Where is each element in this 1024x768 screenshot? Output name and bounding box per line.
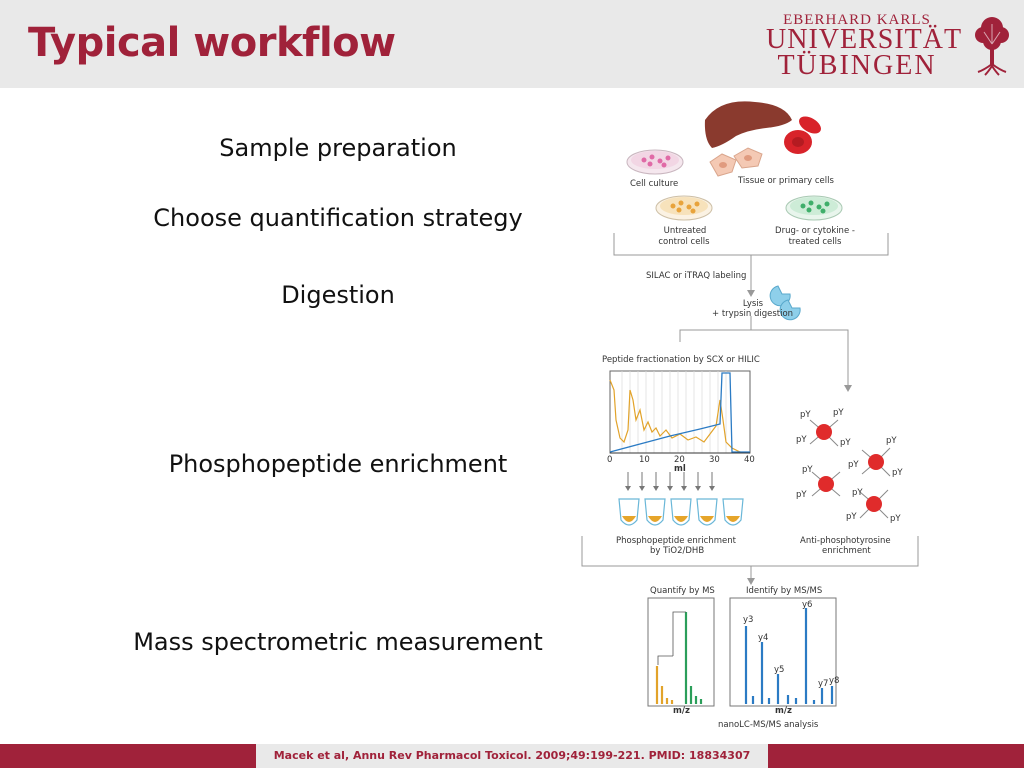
header-bar — [0, 0, 1024, 88]
chromatogram-frame — [609, 370, 751, 454]
label-treated-1: Drug- or cytokine - — [775, 226, 855, 236]
axis-tick-40: 40 — [744, 455, 755, 465]
label-py-11: pY — [846, 512, 857, 522]
label-py-5: pY — [886, 436, 897, 446]
label-treated-2: treated cells — [788, 237, 842, 247]
label-untreated-1: Untreated — [663, 226, 707, 236]
axis-unit: ml — [674, 464, 686, 474]
label-fractionation: Peptide fractionation by SCX or HILIC — [602, 355, 760, 365]
label-lysis-1: Lysis — [742, 299, 764, 309]
footer-accent-left — [0, 744, 256, 768]
university-logo: EBERHARD KARLS UNIVERSITÄT TÜBINGEN — [766, 12, 963, 81]
label-py-2: pY — [833, 408, 844, 418]
label-cell-culture: Cell culture — [630, 179, 679, 189]
citation: Macek et al, Annu Rev Pharmacol Toxicol.… — [273, 749, 751, 762]
label-py-7: pY — [802, 465, 813, 475]
logo-line-1: EBERHARD KARLS — [783, 12, 931, 28]
page-title: Typical workflow — [28, 20, 396, 66]
label-mz-1: m/z — [673, 706, 690, 716]
ion-y7: y7 — [818, 679, 829, 689]
logo-line-2: UNIVERSITÄT — [766, 24, 963, 55]
label-py-1: pY — [800, 410, 811, 420]
label-py-6: pY — [892, 468, 903, 478]
label-py-10: pY — [852, 488, 863, 498]
label-enrich2-2: enrichment — [822, 546, 871, 556]
label-py-3: pY — [796, 435, 807, 445]
ion-y8: y8 — [829, 676, 840, 686]
gradient-trace — [609, 372, 750, 453]
label-py-12: pY — [890, 514, 901, 524]
red-blood-cell-2 — [799, 116, 821, 134]
liver-illustration — [704, 101, 792, 148]
footer-accent-right — [768, 744, 1024, 768]
label-enrich1-1: Phosphopeptide enrichment — [616, 536, 736, 546]
label-tissue: Tissue or primary cells — [738, 176, 834, 186]
label-untreated-2: control cells — [658, 237, 710, 247]
label-py-9: pY — [796, 490, 807, 500]
ion-y6: y6 — [802, 600, 813, 610]
tree-logo-icon — [975, 17, 1009, 76]
axis-tick-20: 20 — [674, 455, 685, 465]
trypsin-icon — [769, 285, 801, 321]
label-lysis-2: + trypsin digestion — [712, 309, 794, 319]
label-py-8: pY — [848, 460, 859, 470]
axis-tick-0: 0 — [607, 455, 613, 465]
label-labeling: SILAC or iTRAQ labeling — [646, 271, 747, 281]
axis-tick-30: 30 — [709, 455, 720, 465]
step-mass-spectrometry: Mass spectrometric measurement — [133, 628, 543, 656]
label-py-4: pY — [840, 438, 851, 448]
logo-line-3: TÜBINGEN — [777, 50, 937, 81]
step-digestion: Digestion — [281, 281, 395, 309]
step-phosphopeptide-enrichment: Phosphopeptide enrichment — [168, 450, 508, 478]
label-analysis: nanoLC-MS/MS analysis — [718, 720, 819, 730]
merge-bracket-2 — [581, 536, 919, 567]
step-sample-preparation: Sample preparation — [219, 134, 457, 162]
msms-spectrum-panel — [729, 597, 837, 707]
label-mz-2: m/z — [775, 706, 792, 716]
ion-y5: y5 — [774, 665, 785, 675]
ms-spectrum-panel — [647, 597, 715, 707]
label-enrich2-1: Anti-phosphotyrosine — [800, 536, 891, 546]
enrichment-tubes — [618, 498, 744, 526]
ion-y3: y3 — [743, 615, 754, 625]
workflow-figure: Cell culture Tissue or primary cells Unt… — [570, 90, 930, 740]
step-quantification-strategy: Choose quantification strategy — [153, 204, 523, 232]
label-quantify: Quantify by MS — [650, 586, 715, 596]
workflow-diagram — [581, 101, 919, 707]
axis-tick-10: 10 — [639, 455, 650, 465]
label-enrich1-2: by TiO2/DHB — [650, 546, 705, 556]
label-identify: Identify by MS/MS — [746, 586, 823, 596]
ion-y4: y4 — [758, 633, 769, 643]
